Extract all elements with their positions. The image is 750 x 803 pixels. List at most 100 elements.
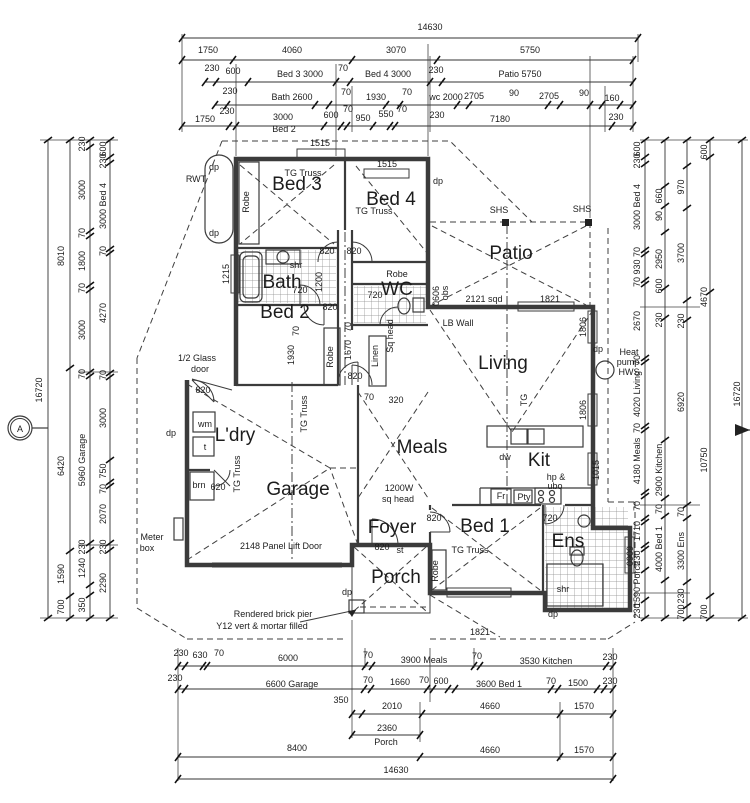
robe-label: Robe bbox=[430, 560, 440, 582]
dim-label: Porch bbox=[374, 737, 398, 747]
room-label-foyer: Foyer bbox=[368, 517, 417, 538]
dim-label: 2360 bbox=[377, 723, 397, 733]
dim-label: 1750 bbox=[195, 114, 215, 124]
dim-label: 630 bbox=[192, 650, 207, 660]
dim-label: 6000 bbox=[278, 653, 298, 663]
dim-label: 1240 bbox=[77, 558, 87, 578]
door-size-label: 820 bbox=[374, 542, 389, 552]
dim-label: 600 bbox=[699, 144, 709, 159]
dim-label: wc 2000 bbox=[428, 92, 463, 102]
dim-label: 90 bbox=[654, 211, 664, 221]
window-label: 1015 bbox=[591, 460, 601, 480]
shs-post-label: SHS bbox=[573, 204, 592, 214]
washing-machine-label: wm bbox=[197, 419, 212, 429]
dimension-lines bbox=[43, 33, 747, 784]
fridge-label: Fr bbox=[497, 491, 506, 501]
dim-label: 550 bbox=[378, 109, 393, 119]
dim-label: 70 bbox=[343, 104, 353, 114]
dim-label: 70 bbox=[632, 277, 642, 287]
dim-label: 230 bbox=[173, 648, 188, 658]
meter-box bbox=[173, 517, 184, 541]
dim-label: 230 bbox=[167, 673, 182, 683]
dim-label: 3900 Meals bbox=[401, 655, 448, 665]
dim-label: 230 bbox=[428, 65, 443, 75]
dim-label: 3000 Bed 4 bbox=[98, 183, 108, 229]
dim-label: 160 bbox=[604, 93, 619, 103]
dim-label: 16720 bbox=[34, 377, 44, 402]
dim-label: 1500 bbox=[568, 678, 588, 688]
porch-slab bbox=[351, 545, 431, 614]
dim-label: 230 bbox=[77, 539, 87, 554]
dim-label: 230 bbox=[98, 153, 108, 168]
door-size-label: 820 bbox=[346, 246, 361, 256]
dim-label: 600 bbox=[323, 110, 338, 120]
shs-post bbox=[585, 219, 592, 226]
dim-label: 70 bbox=[77, 228, 87, 238]
door-size-label: st bbox=[396, 545, 404, 555]
room-label-meals: Meals bbox=[397, 437, 448, 458]
dim-label: 70 bbox=[341, 87, 351, 97]
half-glass-door-label: door bbox=[191, 364, 209, 374]
dim-label: 4060 bbox=[282, 45, 302, 55]
dim-label: 70 bbox=[77, 369, 87, 379]
dim-label: 1570 bbox=[574, 745, 594, 755]
shs-post bbox=[502, 219, 509, 226]
dim-label: 2705 bbox=[539, 91, 559, 101]
dimension-line bbox=[47, 37, 743, 780]
heat-pump-label: HWS bbox=[619, 367, 640, 377]
dim-label: 700 bbox=[699, 604, 709, 619]
tub-label: t bbox=[204, 442, 207, 452]
dim-label: 6600 Garage bbox=[266, 679, 319, 689]
dim-label: 1930 bbox=[366, 92, 386, 102]
lb-wall-label: LB Wall bbox=[443, 318, 474, 328]
window-label: 0606 bbox=[431, 286, 441, 306]
dim-label: 10750 bbox=[699, 447, 709, 472]
dim-label: 4180 Meals bbox=[632, 437, 642, 484]
dim-label: 1570 bbox=[574, 701, 594, 711]
garage-panel-lift-door bbox=[212, 562, 342, 568]
dim-label: 3300 Ens bbox=[676, 531, 686, 570]
bath-basin bbox=[276, 250, 290, 264]
dim-label: 8010 bbox=[56, 246, 66, 266]
section-marker-inner bbox=[10, 418, 30, 438]
dim-label: 700 bbox=[56, 599, 66, 614]
dim-label: 230 bbox=[77, 136, 87, 151]
dim-label: 3000 bbox=[77, 180, 87, 200]
dim-label: 230 bbox=[632, 550, 642, 565]
dim-label: 4000 Bed 1 bbox=[654, 526, 664, 572]
dim-label: 600 bbox=[433, 676, 448, 686]
room-label-patio: Patio bbox=[489, 243, 532, 264]
ensuite-basin bbox=[577, 514, 591, 528]
windows bbox=[230, 148, 635, 598]
dim-label: 70 bbox=[397, 104, 407, 114]
dim-label: 70 bbox=[632, 501, 642, 511]
dim-label: 230 bbox=[204, 63, 219, 73]
wc-floor-hatch bbox=[354, 286, 426, 323]
roof-hip-lines bbox=[186, 164, 594, 638]
window-label: 1515 bbox=[310, 138, 330, 148]
dim-label: 16720 bbox=[732, 381, 742, 406]
roof-ridge-centerlines bbox=[291, 224, 508, 562]
exterior-walls bbox=[184, 156, 633, 613]
dim-label: 320 bbox=[388, 395, 403, 405]
window-label: 1821 bbox=[470, 627, 490, 637]
dim-label: 600 bbox=[225, 66, 240, 76]
dim-label: 2290 bbox=[98, 573, 108, 593]
truss-label: TG bbox=[519, 394, 529, 407]
dim-label: 750 bbox=[98, 463, 108, 478]
shs-post-label: SHS bbox=[490, 205, 509, 215]
door-size-label: 2121 sqd bbox=[465, 294, 502, 304]
room-label-bed-2: Bed 2 bbox=[260, 302, 310, 323]
dim-label: 2010 bbox=[382, 701, 402, 711]
window-label: 1806 bbox=[578, 400, 588, 420]
dim-label: 660 bbox=[654, 188, 664, 203]
dim-label: 70 bbox=[98, 246, 108, 256]
dim-label: 230 bbox=[608, 112, 623, 122]
dim-label: 14630 bbox=[383, 765, 408, 775]
dim-label: 1670 bbox=[343, 340, 353, 360]
dim-label: 2705 bbox=[464, 91, 484, 101]
garage-door-label: 2148 Panel Lift Door bbox=[240, 541, 322, 551]
dim-label: 930 bbox=[632, 259, 642, 274]
hotplate-label: hp & bbox=[547, 472, 566, 482]
